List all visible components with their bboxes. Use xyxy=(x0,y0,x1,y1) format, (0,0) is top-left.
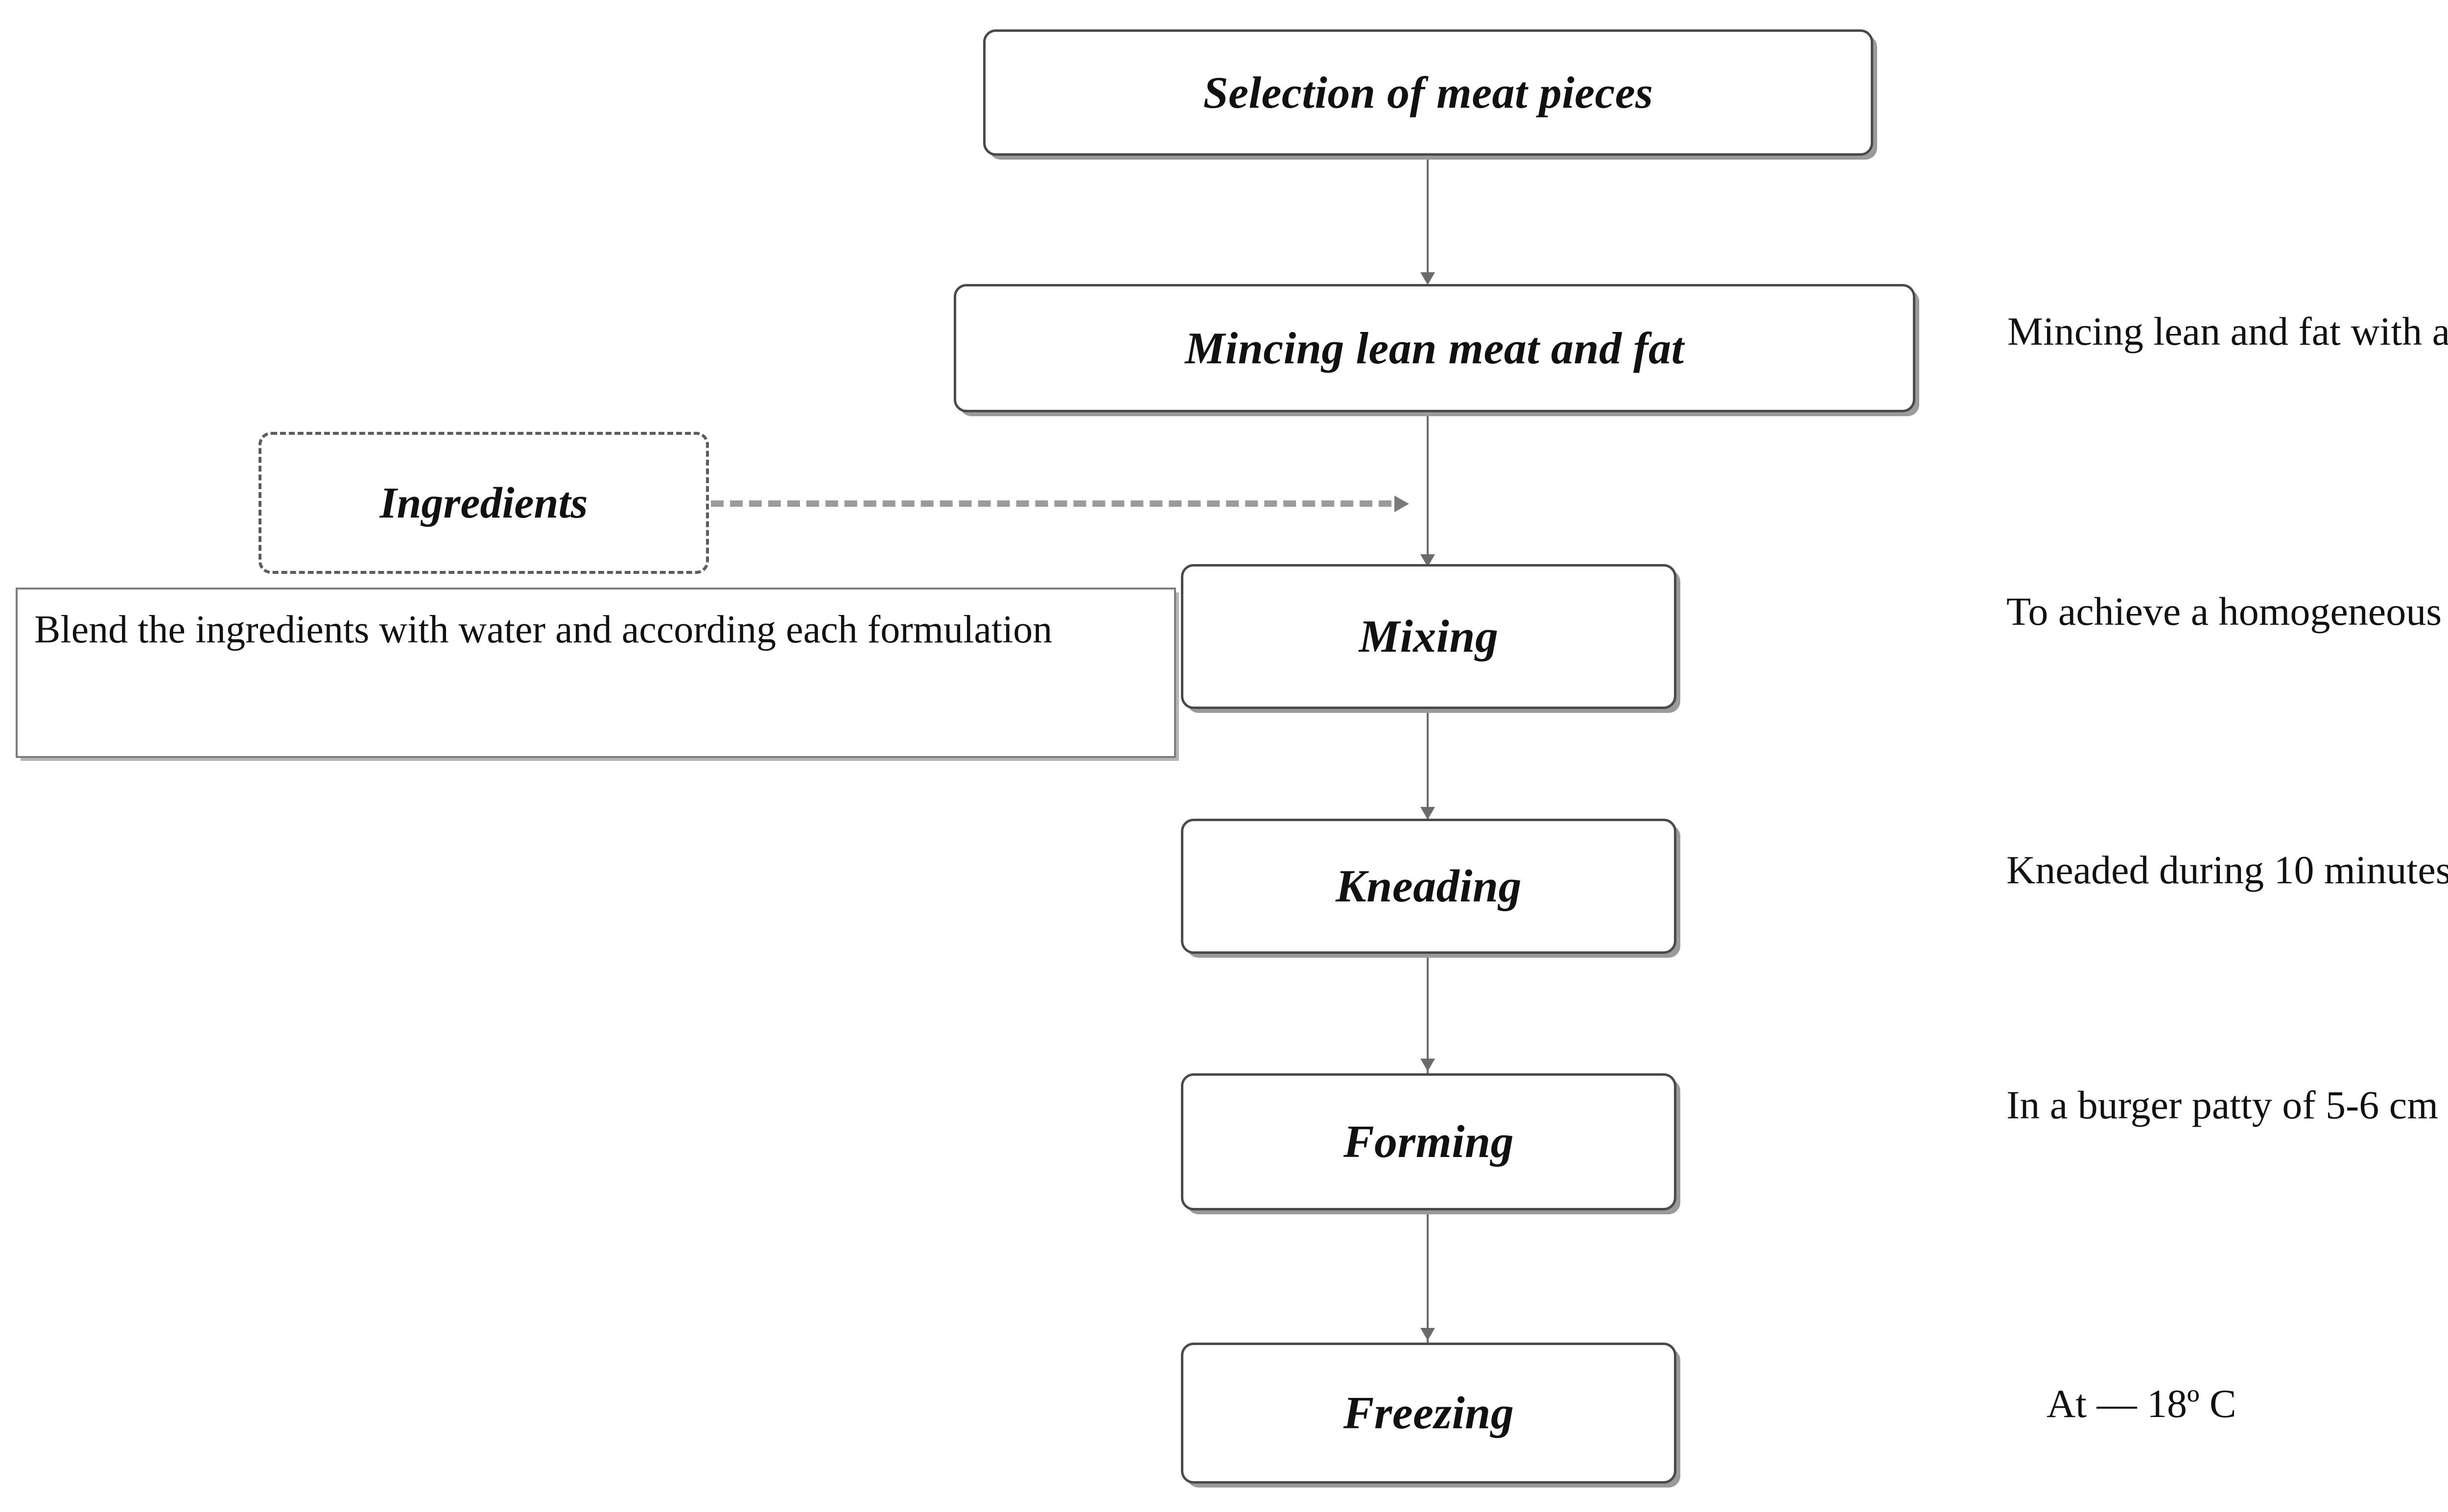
node-label-mixing: Mixing xyxy=(1359,611,1499,662)
node-selection-of-meat-pieces[interactable]: Selection of meat pieces xyxy=(983,29,1873,156)
edge-kneading-to-forming-arrowhead xyxy=(1420,1059,1435,1071)
edge-selection-to-mincing-arrowhead xyxy=(1420,272,1435,285)
edge-mincing-to-mixing-line xyxy=(1427,411,1429,568)
note-blend-ingredients: Blend the ingredients with water and acc… xyxy=(16,588,1176,758)
edge-forming-to-freezing-arrowhead xyxy=(1420,1328,1435,1341)
annotation-mincing: Mincing lean and fat with a meat grinder… xyxy=(2007,309,2448,354)
annotation-kneading: Kneaded during 10 minutes by hand xyxy=(2006,848,2448,892)
node-label-freezing: Freezing xyxy=(1343,1388,1514,1439)
edge-ingredients-to-mixing-arrowhead xyxy=(1394,496,1409,512)
annotation-freezing: At — 18º C xyxy=(2047,1381,2236,1426)
note-blend-ingredients-text: Blend the ingredients with water and acc… xyxy=(34,608,1053,651)
annotation-forming: In a burger patty of 5-6 cm diameter and… xyxy=(2006,1083,2448,1127)
annotation-mixing: To achieve a homogeneous paste and a com… xyxy=(2006,589,2448,634)
edge-ingredients-to-mixing-dashed-line xyxy=(711,500,1391,507)
node-label-forming: Forming xyxy=(1343,1116,1514,1167)
edge-mixing-to-kneading-line xyxy=(1427,709,1429,831)
node-freezing[interactable]: Freezing xyxy=(1181,1343,1676,1484)
node-label-ingredients: Ingredients xyxy=(379,478,588,527)
node-mixing[interactable]: Mixing xyxy=(1181,564,1676,709)
node-ingredients[interactable]: Ingredients xyxy=(259,432,709,574)
edge-selection-to-mincing-line xyxy=(1427,156,1429,281)
node-label-selection: Selection of meat pieces xyxy=(1203,68,1653,118)
node-mincing-lean-meat-and-fat[interactable]: Mincing lean meat and fat xyxy=(954,284,1915,412)
node-forming[interactable]: Forming xyxy=(1181,1073,1676,1210)
node-kneading[interactable]: Kneading xyxy=(1181,819,1676,954)
node-label-kneading: Kneading xyxy=(1335,861,1522,912)
edge-kneading-to-forming-line xyxy=(1427,954,1429,1081)
node-label-mincing: Mincing lean meat and fat xyxy=(1185,323,1684,373)
edge-mixing-to-kneading-arrowhead xyxy=(1420,807,1435,820)
edge-forming-to-freezing-line xyxy=(1427,1210,1429,1357)
